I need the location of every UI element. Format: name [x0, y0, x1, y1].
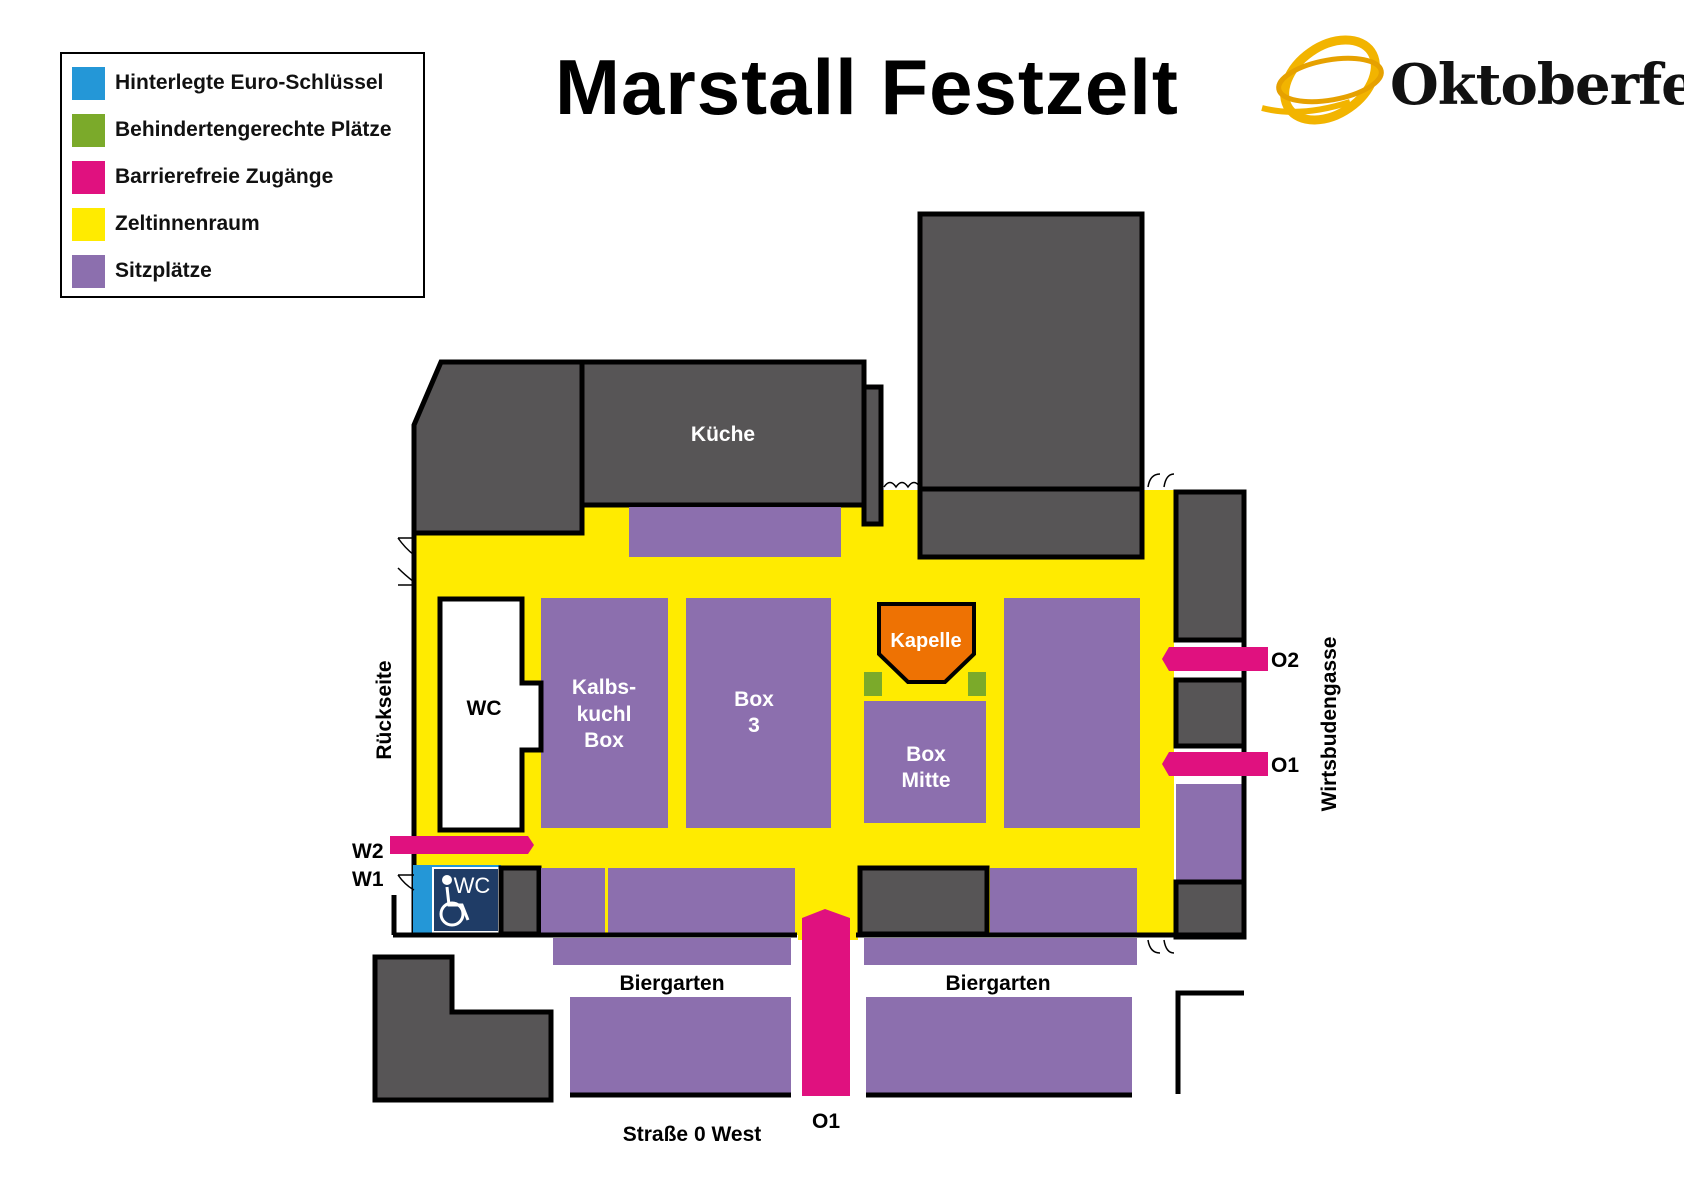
street-wirtsbudengasse: Wirtsbudengasse	[1318, 637, 1341, 812]
page-title: Marstall Festzelt	[555, 43, 1179, 131]
accessible-seat-left	[864, 672, 882, 696]
accessible-wc-label: WC	[454, 873, 491, 898]
legend: Hinterlegte Euro-Schlüssel Behindertenge…	[60, 52, 425, 298]
seating-south-left-b	[608, 868, 795, 934]
wall-southeast-corner	[1175, 990, 1244, 1094]
beergarden-left-label: Biergarten	[619, 972, 724, 995]
door-west-w1	[397, 874, 415, 891]
legend-swatch-magenta	[72, 160, 105, 194]
accessible-seat-right	[968, 672, 986, 696]
building-south-center	[857, 865, 990, 937]
seating-kalbskuchl-box	[541, 598, 668, 828]
legend-label: Hinterlegte Euro-Schlüssel	[115, 71, 384, 94]
box3-label-1: Box	[734, 688, 774, 711]
legend-label: Behindertengerechte Plätze	[115, 118, 392, 141]
street-rueckseite: Rückseite	[373, 660, 396, 759]
building-northeast-lower	[917, 486, 1145, 560]
door-northeast	[1147, 473, 1175, 488]
label-o2-east: O2	[1271, 649, 1299, 672]
door-west-1	[397, 537, 415, 586]
building-east-1	[1173, 489, 1247, 643]
kalbskuchl-label-1: Kalbs-	[572, 676, 636, 699]
beergarden-left-front	[553, 938, 791, 965]
entrance-o1-south	[802, 909, 850, 1096]
legend-swatch-yellow	[72, 207, 105, 241]
label-w2: W2	[352, 840, 384, 863]
building-northeast	[917, 211, 1145, 492]
box-mitte-label-1: Box	[906, 743, 946, 766]
label-o1-south: O1	[812, 1110, 840, 1133]
entrance-o2-east	[1162, 647, 1268, 671]
legend-swatch-purple	[72, 254, 105, 288]
legend-item-euro-key: Hinterlegte Euro-Schlüssel	[72, 66, 383, 100]
entrance-w2	[390, 836, 534, 854]
legend-item-tent-interior: Zeltinnenraum	[72, 207, 260, 241]
kalbskuchl-label-2: kuchl	[577, 703, 632, 726]
label-w1: W1	[352, 868, 384, 891]
door-north-1	[883, 481, 921, 489]
box3-label-2: 3	[748, 714, 760, 737]
seating-box-3	[686, 598, 831, 828]
wc-building	[437, 596, 544, 833]
kapelle-label: Kapelle	[890, 630, 961, 652]
legend-swatch-blue	[72, 66, 105, 100]
stage-kapelle	[877, 602, 976, 684]
legend-swatch-green	[72, 113, 105, 147]
building-northwest	[411, 359, 585, 536]
wc-label: WC	[467, 697, 502, 720]
beergarden-right	[866, 997, 1132, 1093]
street-strasse-0-west: Straße 0 West	[623, 1123, 762, 1146]
building-east-2	[1173, 677, 1247, 749]
seating-east-strip	[1176, 784, 1244, 882]
legend-item-barrier-free: Barrierefreie Zugänge	[72, 160, 333, 194]
seating-box-mitte	[864, 701, 986, 823]
logo-text: Oktoberfest	[1390, 52, 1684, 118]
wheelchair-icon	[439, 875, 470, 927]
legend-item-seating: Sitzplätze	[72, 254, 212, 288]
kitchen-annex	[861, 384, 884, 527]
seating-east-block	[1004, 598, 1140, 828]
legend-item-accessible-seats: Behindertengerechte Plätze	[72, 113, 392, 147]
label-o1-east: O1	[1271, 754, 1299, 777]
legend-label: Zeltinnenraum	[115, 212, 260, 235]
seating-north	[629, 507, 841, 557]
kitchen-label: Küche	[691, 423, 755, 446]
legend-label: Barrierefreie Zugänge	[115, 165, 334, 188]
legend-label: Sitzplätze	[115, 259, 212, 282]
beergarden-right-label: Biergarten	[945, 972, 1050, 995]
beergarden-right-front	[864, 938, 1137, 965]
seating-south-left-a	[541, 868, 605, 934]
kalbskuchl-label-3: Box	[584, 729, 624, 752]
door-southeast	[1147, 939, 1175, 954]
building-southwest	[372, 954, 554, 1103]
building-wc-adjacent	[498, 865, 542, 937]
beergarden-left	[570, 997, 791, 1093]
seating-south-right	[990, 868, 1137, 934]
building-east-3	[1173, 879, 1247, 940]
entrance-o1-east	[1162, 752, 1268, 776]
box-mitte-label-2: Mitte	[902, 769, 951, 792]
